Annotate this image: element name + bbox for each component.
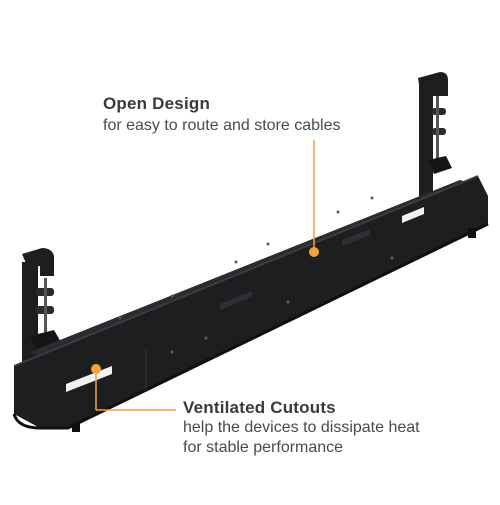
rivets [118, 196, 394, 354]
callout-open-design [309, 140, 319, 257]
feature-description-ventilated-cutouts: help the devices to dissipate heat for s… [183, 418, 483, 458]
feature-description-open-design: for easy to route and store cables [103, 117, 341, 134]
feature-title-open-design: Open Design [103, 94, 211, 113]
feature-title-ventilated-cutouts: Ventilated Cutouts [183, 398, 336, 417]
callout-ventilated-cutouts [91, 364, 176, 411]
tray-front-wall [14, 176, 488, 428]
description-line: for stable performance [183, 439, 344, 456]
ventilation-cutouts [66, 207, 424, 392]
description-line: help the devices to dissipate heat [183, 419, 420, 436]
